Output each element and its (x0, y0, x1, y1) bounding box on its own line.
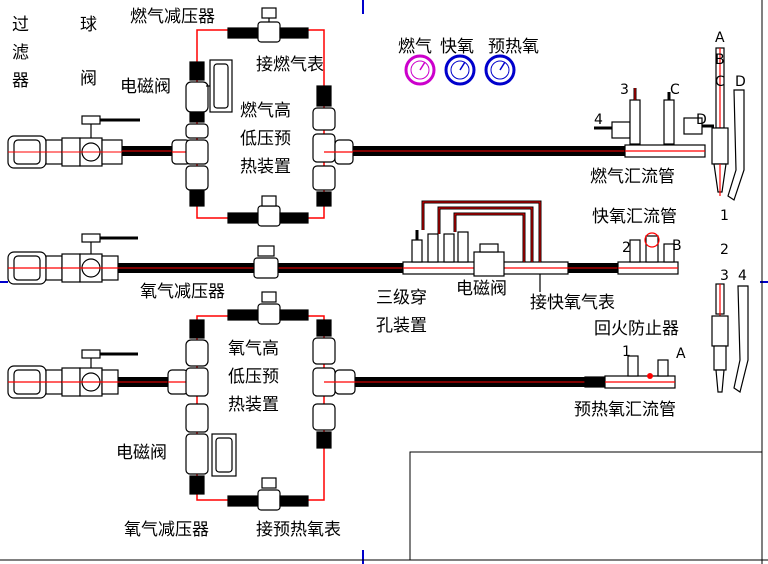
filter-label-char-1: 过 (12, 15, 29, 35)
preheat-manifold-marker-1: 1 (622, 344, 631, 360)
oxygen-preheat-label-line-2: 低压预 (228, 367, 279, 387)
gas-reducer-bottom (227, 195, 309, 227)
gauge-needle (499, 61, 506, 71)
three-stage-device (402, 200, 569, 292)
oxygen-inlet-filter (7, 251, 63, 285)
gas-preheat-label-line-1: 燃气高 (240, 101, 291, 121)
preheat-inlet-filter (7, 365, 63, 399)
filter-label: 过 滤 器 (12, 15, 29, 91)
gauge-label: 预热氧 (488, 37, 539, 57)
torch-number-2: 2 (720, 242, 729, 258)
torch-number-4: 4 (738, 268, 747, 284)
fast-oxygen-outlet (568, 263, 618, 273)
filter-label-char-2: 滤 (12, 43, 29, 63)
gas-torch (711, 47, 745, 201)
oxygen-reducer-mid-label: 氧气减压器 (140, 282, 225, 302)
gas-preheat-label-line-2: 低压预 (240, 129, 291, 149)
preheat-manifold-marker-a: A (676, 346, 686, 362)
gauge-needle (459, 61, 466, 71)
oxygen-preheat-label-line-3: 热装置 (228, 395, 279, 415)
gas-loop-right-column (312, 85, 336, 207)
gauge-needle (419, 61, 426, 71)
gauge-label: 快氧 (440, 37, 474, 57)
gas-solenoid-valve (206, 59, 233, 113)
oxygen-reducer-bottom (227, 477, 309, 511)
pressure-gauges: 燃气快氧预热氧 (398, 37, 539, 86)
oxygen-reducer-mid (253, 245, 279, 279)
fast-oxygen-manifold (617, 232, 679, 275)
preheat-inlet-pipe (118, 377, 168, 387)
preheat-manifold (584, 355, 676, 389)
oxygen-reducer-top-loop (227, 291, 309, 325)
gas-reducer-top (227, 7, 309, 43)
solenoid-bottom-label: 电磁阀 (116, 443, 167, 463)
gas-manifold-label: 燃气汇流管 (590, 167, 675, 187)
preheat-main-pipe (355, 377, 585, 387)
three-stage-label-line-1: 三级穿 (376, 288, 427, 308)
oxygen-loop-solenoid (211, 433, 237, 477)
torch-letter-d: D (735, 74, 746, 90)
gas-reducer-top-label: 燃气减压器 (130, 7, 215, 27)
gas-manifold (594, 88, 714, 158)
preheat-outlet-fitting (324, 369, 356, 395)
torch-letter-a: A (715, 30, 725, 46)
oxygen-loop-right-column (312, 319, 336, 449)
gas-preheat-label-line-3: 热装置 (240, 157, 291, 177)
title-block (409, 451, 763, 561)
gas-inlet-filter (7, 135, 63, 169)
preheat-ball-valve (61, 349, 138, 397)
gas-gauge-connection-label: 接燃气表 (256, 55, 324, 75)
ball-valve-label-char-1: 球 (80, 15, 97, 35)
oxygen-reducer-bottom-label: 氧气减压器 (124, 520, 209, 540)
oxygen-torch (711, 283, 749, 393)
fast-oxygen-gauge-connection-label: 接快氧气表 (530, 293, 615, 313)
filter-label-char-3: 器 (12, 71, 29, 91)
oxygen-loop-left-column (185, 319, 209, 495)
solenoid-top-label: 电磁阀 (120, 77, 171, 97)
torch-letter-b: B (715, 52, 725, 68)
solenoid-mid-label: 电磁阀 (456, 279, 507, 299)
torch-number-3: 3 (720, 268, 729, 284)
fast-manifold-marker-2: 2 (622, 240, 631, 256)
gas-loop-left-column (185, 61, 209, 207)
gauge-label: 燃气 (398, 37, 432, 57)
torch-number-1: 1 (720, 208, 729, 224)
gas-ball-valve (61, 115, 140, 167)
three-stage-label-line-2: 孔装置 (376, 316, 427, 336)
preheat-oxygen-gauge-connection-label: 接预热氧表 (256, 520, 341, 540)
gauge-inner-ring (450, 60, 470, 80)
gas-manifold-marker-d: D (696, 112, 707, 128)
torch-letter-c: C (715, 74, 725, 90)
oxygen-preheat-label-line-1: 氧气高 (228, 339, 279, 359)
gas-manifold-marker-4: 4 (594, 112, 603, 128)
gas-manifold-marker-c: C (670, 82, 680, 98)
gas-inlet-pipe (122, 146, 172, 156)
gauge-inner-ring (490, 60, 510, 80)
preheat-oxygen-manifold-label: 预热氧汇流管 (574, 400, 676, 420)
oxygen-ball-valve (61, 233, 138, 283)
gas-main-pipe (353, 146, 625, 156)
ball-valve-label-char-2: 阀 (80, 69, 97, 89)
fast-oxygen-manifold-label: 快氧汇流管 (592, 207, 677, 227)
flashback-arrestor-label: 回火防止器 (594, 319, 679, 339)
gas-manifold-marker-3: 3 (620, 82, 629, 98)
fast-manifold-marker-b: B (672, 238, 682, 254)
ball-valve-label: 球 阀 (80, 15, 97, 89)
gauge-inner-ring (410, 60, 430, 80)
